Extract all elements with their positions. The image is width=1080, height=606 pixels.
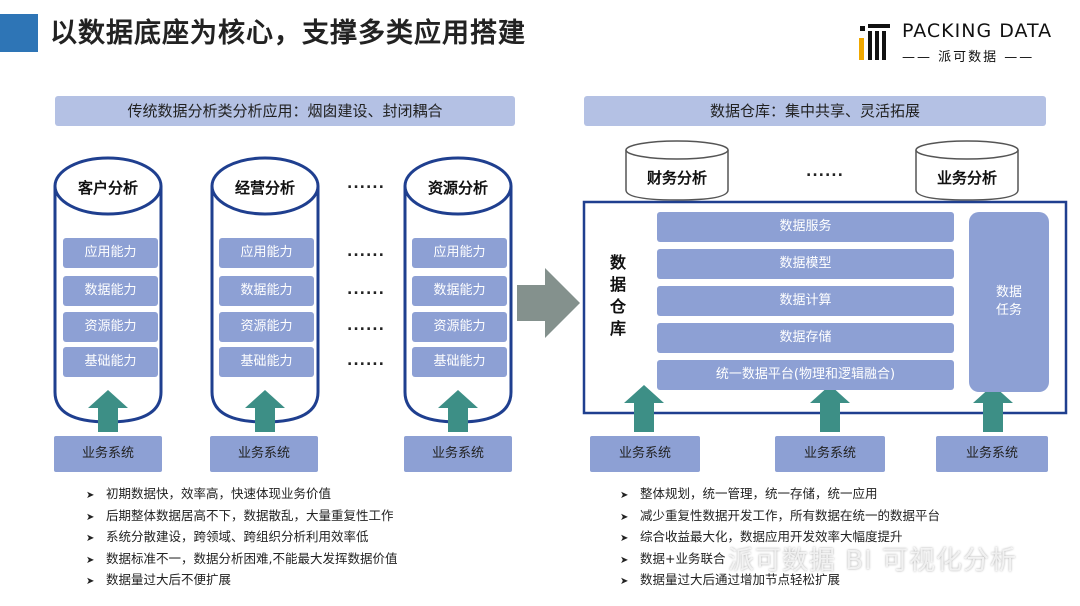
watermark: 派可数据 BI 可视化分析 [728,546,1018,576]
warehouse-layer: 数据存储 [657,323,954,353]
capability-box: 资源能力 [412,312,507,342]
warehouse-layer: 统一数据平台(物理和逻辑融合) [657,360,954,390]
title-accent-bar [0,14,38,52]
up-arrow-icon [624,385,664,432]
cylinder-customer-top [53,156,163,216]
capability-box: 数据能力 [63,276,158,306]
capability-box: 应用能力 [412,238,507,268]
business-system-box: 业务系统 [590,436,700,472]
right-bullet-list: ➤整体规划，统一管理，统一存储，统一应用 ➤减少重复性数据开发工作，所有数据在统… [620,484,940,592]
cylinder-finance [625,150,729,201]
list-item: ➤整体规划，统一管理，统一存储，统一应用 [620,484,940,506]
arrow-bullet-icon: ➤ [620,511,629,523]
cylinder-business-top [915,140,1019,160]
list-item: ➤减少重复性数据开发工作，所有数据在统一的数据平台 [620,506,940,528]
warehouse-layer: 数据服务 [657,212,954,242]
list-item: ➤数据量过大后通过增加节点轻松扩展 [620,570,940,592]
arrow-bullet-icon: ➤ [86,511,95,523]
logo-text-en: PACKING DATA [902,20,1053,42]
list-item: ➤初期数据快，效率高，快速体现业务价值 [86,484,397,506]
arrow-bullet-icon: ➤ [86,533,95,544]
logo-text-cn: —— 派可数据 —— [902,50,1035,65]
arrow-bullet-icon: ➤ [86,576,95,587]
data-task-label: 数据 任务 [995,285,1022,318]
cylinder-title: 经营分析 [234,179,295,197]
business-system-box: 业务系统 [936,436,1048,472]
ellipsis: ...... [347,282,385,298]
cylinder-business [915,150,1019,201]
up-arrow-icon [438,390,478,432]
capability-box: 数据能力 [219,276,314,306]
up-arrow-icon [88,390,128,432]
ellipsis: ...... [347,176,385,192]
cylinder-resource-top [403,156,513,216]
up-arrow-icon [245,390,285,432]
data-task-box: 数据 任务 [969,212,1049,392]
list-item: ➤综合收益最大化，数据应用开发效率大幅度提升 [620,527,940,549]
arrow-bullet-icon: ➤ [620,490,629,501]
cylinder-title: 客户分析 [77,179,138,197]
ellipsis: ...... [347,318,385,334]
ellipsis: ...... [347,244,385,260]
up-arrow-icon [973,385,1013,432]
capability-box: 应用能力 [219,238,314,268]
packing-data-logo-icon [859,24,890,60]
capability-box: 基础能力 [412,347,507,377]
transition-arrow-icon [517,268,580,338]
list-item: ➤数据标准不一，数据分析困难,不能最大发挥数据价值 [86,549,397,571]
warehouse-label: 数 据 仓 库 [609,253,626,338]
arrow-bullet-icon: ➤ [620,576,629,587]
business-system-box: 业务系统 [404,436,512,472]
cylinder-title: 财务分析 [646,169,707,187]
capability-box: 资源能力 [63,312,158,342]
left-bullet-list: ➤初期数据快，效率高，快速体现业务价值 ➤后期整体数据居高不下，数据散乱，大量重… [86,484,397,592]
ellipsis: ...... [806,164,844,180]
right-header: 数据仓库：集中共享、灵活拓展 [584,96,1046,126]
business-system-box: 业务系统 [54,436,162,472]
capability-box: 基础能力 [219,347,314,377]
business-system-box: 业务系统 [775,436,885,472]
left-header: 传统数据分析类分析应用：烟囱建设、封闭耦合 [55,96,515,126]
arrow-bullet-icon: ➤ [86,490,95,501]
list-item: ➤后期整体数据居高不下，数据散乱，大量重复性工作 [86,506,397,528]
capability-box: 数据能力 [412,276,507,306]
list-item: ➤数据+业务联合 [620,549,940,571]
capability-box: 资源能力 [219,312,314,342]
cylinder-title: 业务分析 [936,169,997,187]
list-item: ➤系统分散建设，跨领域、跨组织分析利用效率低 [86,527,397,549]
warehouse-layer: 数据计算 [657,286,954,316]
warehouse-layer: 数据模型 [657,249,954,279]
capability-box: 应用能力 [63,238,158,268]
arrow-bullet-icon: ➤ [620,554,629,566]
cylinder-operation-top [210,156,320,216]
list-item: ➤数据量过大后不便扩展 [86,570,397,592]
business-system-box: 业务系统 [210,436,318,472]
cylinder-finance-top [625,140,729,160]
arrow-bullet-icon: ➤ [86,554,95,566]
page-title: 以数据底座为核心，支撑多类应用搭建 [50,18,526,49]
ellipsis: ...... [347,353,385,369]
up-arrow-icon [810,385,850,432]
cylinder-title: 资源分析 [427,179,488,197]
capability-box: 基础能力 [63,347,158,377]
arrow-bullet-icon: ➤ [620,533,629,544]
